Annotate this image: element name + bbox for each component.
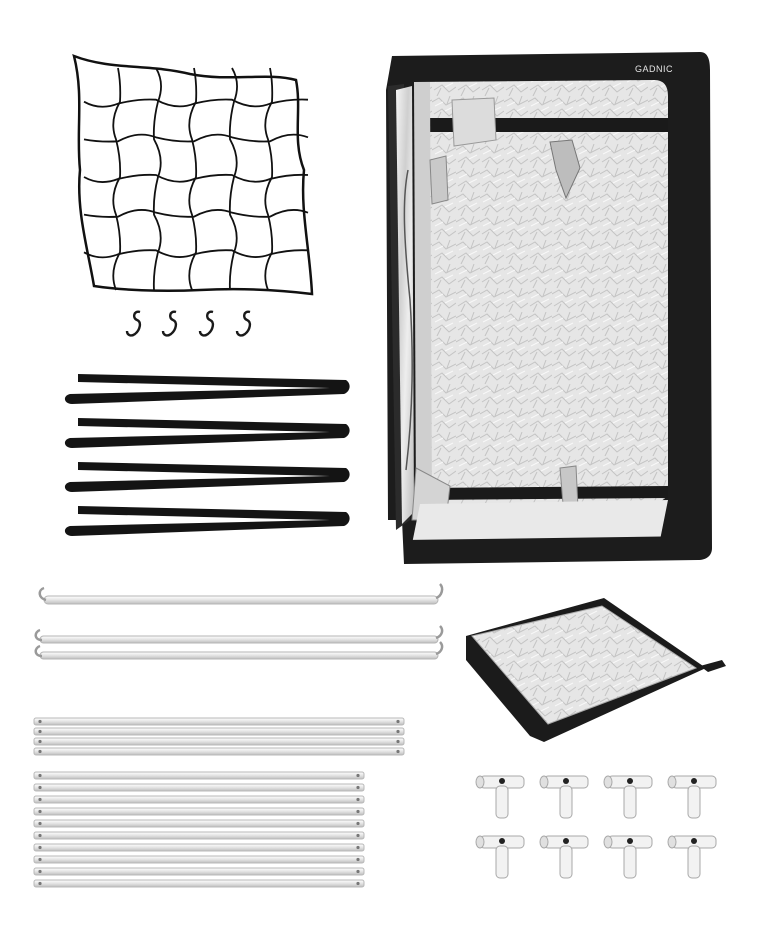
strap-icon [64,418,350,448]
s-hooks [125,310,252,337]
pole-icon [33,747,405,756]
pole-icon [33,795,365,804]
net-cord [83,133,309,143]
straps [64,374,350,536]
bar-icon [34,625,444,644]
floor-tray [466,598,726,742]
pole-icon [33,737,405,746]
connector-icon [667,835,717,879]
hook-icon [125,310,142,337]
pole-icon [33,867,365,876]
short-poles [33,771,365,888]
brand-logo: GADNIC [635,64,673,74]
pole-icon [33,831,365,840]
connector-icon [475,835,525,879]
net-cord [152,67,162,291]
reflective-lining [414,80,668,506]
net-mesh [83,67,309,291]
net-border [72,53,314,296]
strap-icon [64,374,350,404]
strap-icon [64,506,350,536]
hook-icon [235,310,252,337]
trellis-net [72,53,314,296]
net-cord [228,67,238,291]
pole-icon [33,879,365,888]
net-cord [188,67,198,291]
pole-icon [33,783,365,792]
connector-icon [603,835,653,879]
strap-icon [64,462,350,492]
grow-tent: GADNIC [386,52,712,564]
connectors [475,775,717,879]
connector-icon [603,775,653,819]
hook-bars [34,583,444,660]
pole-icon [33,819,365,828]
net-cord [112,67,122,291]
connector-icon [475,775,525,819]
connector-icon [667,775,717,819]
net-cord [264,67,274,291]
bar-icon [38,583,444,605]
long-poles [33,717,405,756]
pole-icon [33,717,405,726]
connector-icon [539,835,589,879]
hook-icon [161,310,178,337]
pole-icon [33,771,365,780]
pole-icon [33,843,365,852]
net-cord [83,209,309,218]
connector-icon [539,775,589,819]
pole-icon [33,807,365,816]
hook-icon [198,310,215,337]
bar-icon [34,641,444,660]
pole-icon [33,727,405,736]
pole-icon [33,855,365,864]
